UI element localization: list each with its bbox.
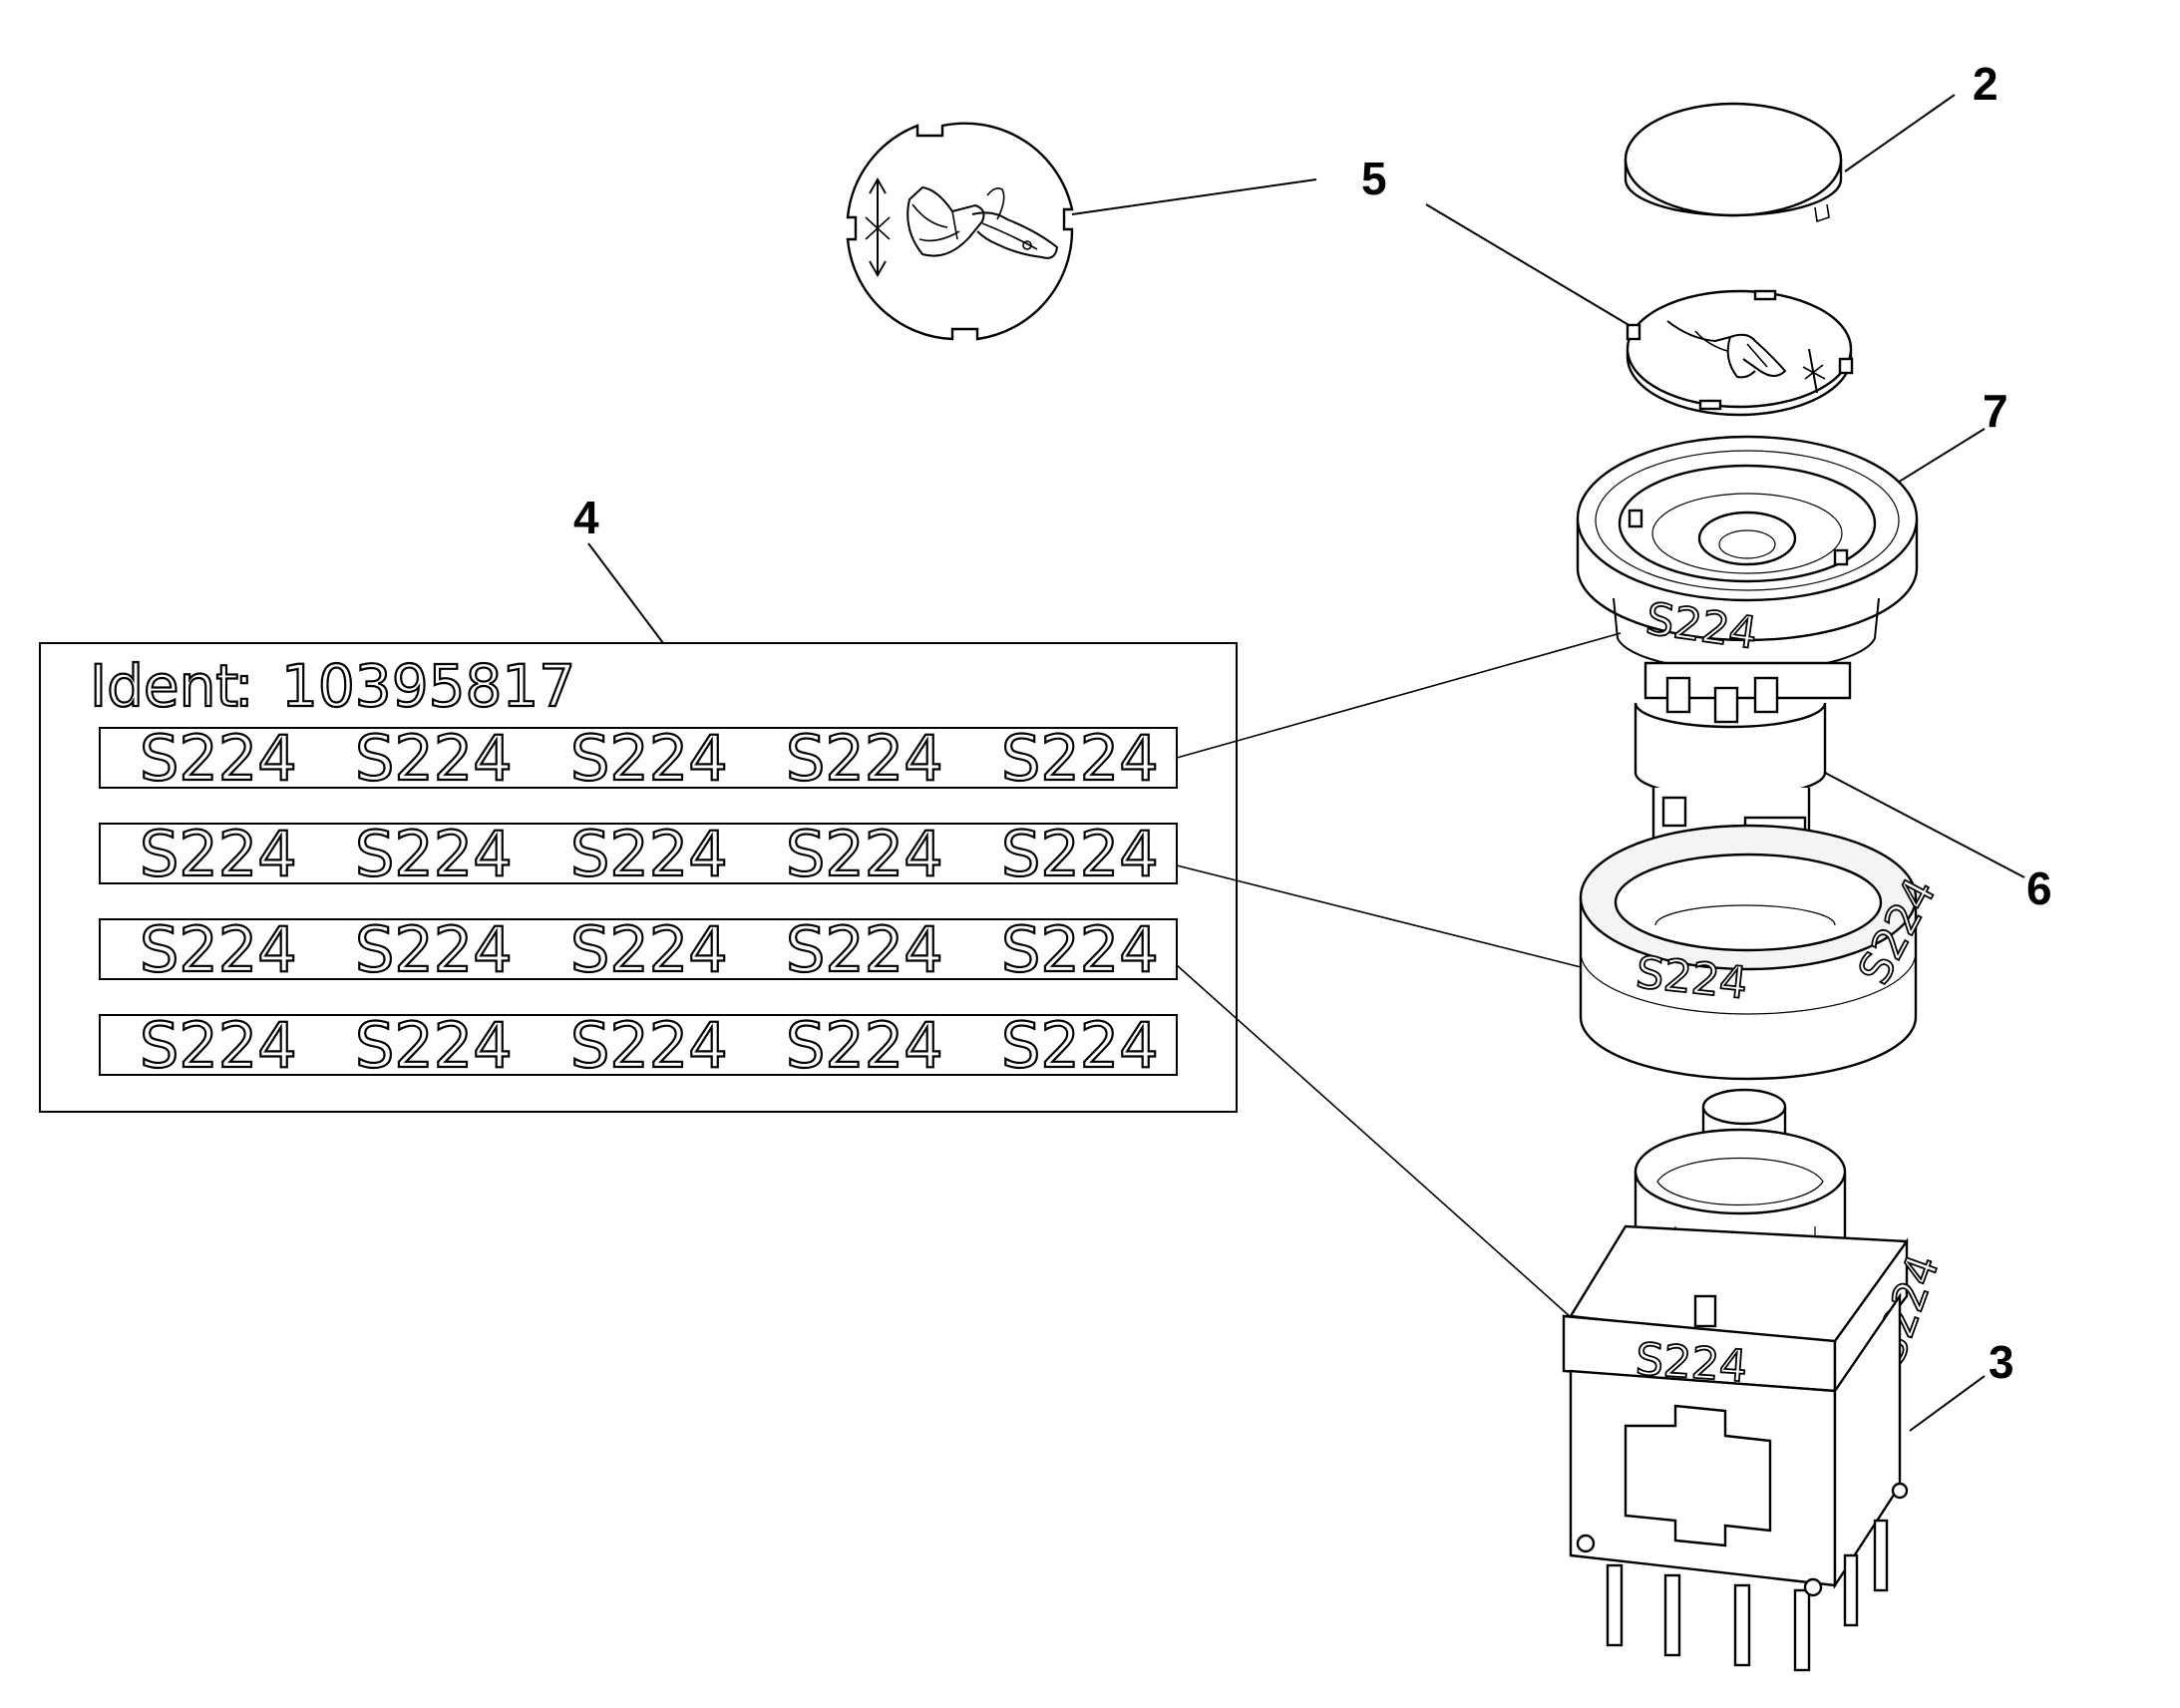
callout-6: 6 [2026, 862, 2052, 914]
leader-5-left [1071, 178, 1317, 215]
leader-4 [587, 542, 664, 644]
label-text: S224 [355, 722, 513, 795]
cap-tab [1814, 203, 1830, 223]
label-text: S224 [570, 1009, 728, 1082]
insert-notch-right [1838, 357, 1854, 375]
label-text: S224 [570, 818, 728, 890]
pictogram-small [1666, 320, 1787, 379]
base-key [1693, 1294, 1717, 1328]
base-crown-inner [1656, 1157, 1824, 1206]
leader-3 [1909, 1375, 1986, 1432]
ident-value: 10395817 [281, 652, 575, 720]
base-pins [1576, 1482, 1909, 1672]
bezel-clip-left [1628, 509, 1643, 528]
leader-row3 [1176, 964, 1582, 1327]
cap-top [1624, 102, 1843, 217]
pictogram-enlarged [907, 185, 1059, 259]
base-plunger-top [1701, 1088, 1787, 1126]
leader-row1 [1176, 632, 1622, 759]
detail-arrow-top [869, 176, 887, 194]
bezel-clip-right [1833, 548, 1849, 566]
callout-2: 2 [1973, 58, 1998, 110]
label-text: S224 [355, 818, 513, 890]
label-text: S224 [140, 722, 297, 795]
label-text: S224 [786, 818, 943, 890]
label-sheet-frame [39, 642, 1238, 1113]
label-strip-3 [99, 918, 1178, 980]
ring-band-line [1580, 951, 1917, 1015]
detail-cross-b [865, 216, 891, 240]
bezel-lip [1595, 450, 1900, 591]
leader-5-right [1425, 203, 1636, 330]
label-text: S224 [140, 913, 297, 986]
insert-disc-enlarged [846, 122, 1074, 341]
ring-inner-floor [1654, 904, 1836, 926]
label-text: S224 [1001, 1009, 1159, 1082]
label-text: S224 [1001, 722, 1159, 795]
insert-detail-view [846, 122, 1074, 341]
insert-disc-part-5 [1626, 289, 1854, 417]
callout-5: 5 [1361, 153, 1387, 204]
ring-marking-front: S224 [1634, 947, 1750, 1009]
insert-notch-left [1626, 323, 1641, 341]
label-text: S224 [355, 913, 513, 986]
label-text: S224 [1001, 818, 1159, 890]
base-crown-top [1634, 1128, 1847, 1215]
small-arrow-shaft [1808, 348, 1818, 394]
label-text: S224 [140, 1009, 297, 1082]
label-text: S224 [786, 913, 943, 986]
label-text: S224 [140, 818, 297, 890]
bezel-ring-part-7: S224 [1576, 435, 1919, 673]
label-text: S224 [355, 1009, 513, 1082]
insert-disc-face [1626, 289, 1853, 409]
leader-6 [1824, 772, 2025, 878]
label-strip-2 [99, 823, 1178, 884]
cap-part-2 [1624, 102, 1843, 223]
base-side-band [1833, 1237, 1909, 1395]
detail-arrow-bottom [869, 260, 887, 278]
sleeve-clip-3 [1753, 676, 1779, 714]
sleeve-collar [1643, 661, 1852, 700]
callout-numbers: 2 5 7 4 6 3 [573, 58, 2052, 1388]
leader-2 [1844, 94, 1956, 172]
label-text: S224 [570, 913, 728, 986]
bezel-center-hole-inner [1718, 529, 1776, 559]
sleeve-window-1 [1661, 796, 1687, 828]
bezel-center-hole [1697, 511, 1797, 566]
leader-row2 [1176, 864, 1602, 973]
label-text: S224 [786, 722, 943, 795]
bezel-inner-step [1651, 493, 1843, 574]
sleeve-clip-2 [1713, 686, 1739, 724]
callout-3: 3 [1989, 1336, 2014, 1388]
label-text: S224 [570, 722, 728, 795]
insert-notch-top [1753, 289, 1777, 301]
insert-notch-bottom [1698, 399, 1722, 411]
label-strip-1 [99, 727, 1178, 789]
label-text: S224 [786, 1009, 943, 1082]
callout-4: 4 [573, 492, 599, 543]
base-front-window [1624, 1404, 1772, 1547]
label-strip-4 [99, 1014, 1178, 1076]
mounting-ring: S224 S224 [1579, 824, 1947, 1081]
callout-7: 7 [1983, 385, 2008, 437]
small-arrow-x-b [1804, 364, 1824, 380]
sleeve-clip-1 [1665, 676, 1691, 714]
label-text: S224 [1001, 913, 1159, 986]
switch-base-part-3: S224 S224 [1562, 1088, 1951, 1672]
ident-separator: : [234, 652, 254, 720]
ident-label: Ident [90, 652, 238, 720]
ring-inner-opening [1614, 853, 1883, 952]
